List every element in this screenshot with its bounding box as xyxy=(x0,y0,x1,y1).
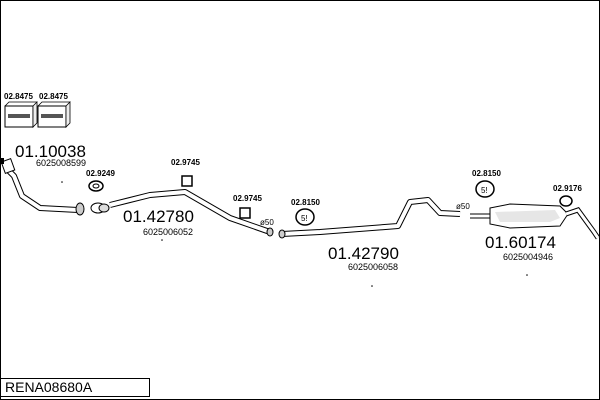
gasket-fitting: 02.9249 xyxy=(86,169,115,192)
oe-number-4: 6025004946 xyxy=(503,252,553,262)
fitting-code-5: 02.8150 xyxy=(472,169,501,178)
rear-silencer xyxy=(470,203,600,240)
reference-code-box: RENA08680A xyxy=(0,378,150,397)
fitting-code-2: 02.9745 xyxy=(171,158,200,167)
part-number-2: 01.42780 xyxy=(123,207,194,226)
rubber-mount-1: 5! 02.8150 xyxy=(291,198,320,226)
part-number-1: 01.10038 xyxy=(15,142,86,161)
diameter-label-1: ø50 xyxy=(260,218,274,227)
oe-number-2: 6025006052 xyxy=(143,227,193,237)
oe-number-1: 6025008599 xyxy=(36,158,86,168)
fitting-code-6: 02.9176 xyxy=(553,184,582,193)
front-pipe xyxy=(0,158,110,216)
mounting-kit-2: 02.8475 xyxy=(37,92,71,128)
kit-contents-icon xyxy=(41,114,63,118)
fitting-code-3: 02.9745 xyxy=(233,194,262,203)
kit-contents-icon xyxy=(8,114,30,118)
mounting-kit-1: 02.8475 xyxy=(4,92,38,128)
diameter-label-2: ø50 xyxy=(456,202,470,211)
rubber-mount-2: 5! 02.8150 xyxy=(472,169,501,198)
fitting-code-4: 02.8150 xyxy=(291,198,320,207)
kit-code-1: 02.8475 xyxy=(4,92,33,101)
mount-icon: 5! xyxy=(301,214,308,223)
part-number-3: 01.42790 xyxy=(328,244,399,263)
part-number-4: 01.60174 xyxy=(485,233,556,252)
middle-pipe-1 xyxy=(109,189,274,237)
oe-number-3: 6025006058 xyxy=(348,262,398,272)
clamp-fitting-2: 02.9745 xyxy=(233,194,262,219)
middle-pipe-2 xyxy=(278,197,461,239)
clamp-fitting-1: 02.9745 xyxy=(171,158,200,187)
mount-icon: 5! xyxy=(481,186,488,195)
reference-code: RENA08680A xyxy=(5,379,93,395)
kit-code-2: 02.8475 xyxy=(39,92,68,101)
rubber-mount-3: 02.9176 xyxy=(553,184,582,207)
fitting-code-1: 02.9249 xyxy=(86,169,115,178)
